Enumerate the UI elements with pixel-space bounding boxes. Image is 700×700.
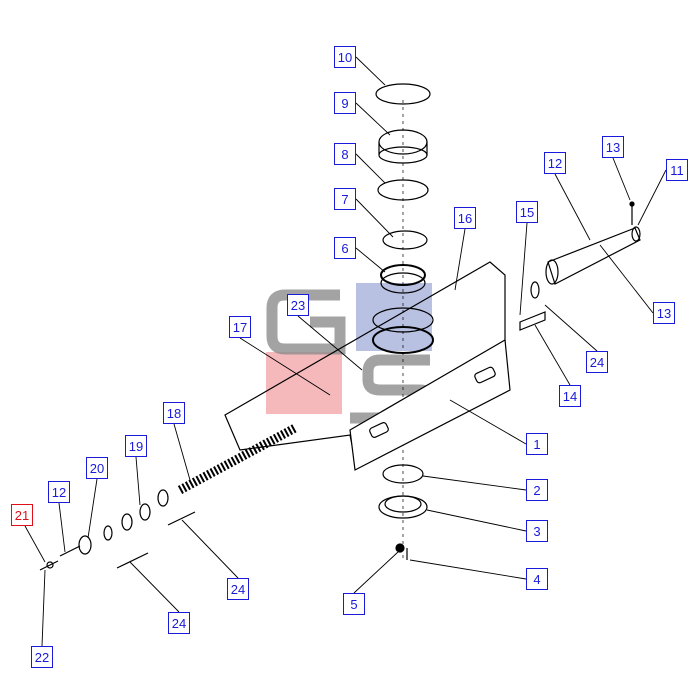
callout-12-shaft[interactable]: 12 [544, 152, 566, 174]
callout-9[interactable]: 9 [334, 92, 356, 114]
leader-lines [24, 56, 667, 647]
callout-12-bolt[interactable]: 12 [48, 481, 70, 503]
callout-2[interactable]: 2 [526, 479, 548, 501]
callout-3[interactable]: 3 [526, 520, 548, 542]
callout-15[interactable]: 15 [516, 201, 538, 223]
callout-14[interactable]: 14 [559, 385, 581, 407]
callout-19[interactable]: 19 [125, 435, 147, 457]
callout-18[interactable]: 18 [163, 402, 185, 424]
callout-23[interactable]: 23 [287, 294, 309, 316]
callout-24-middle[interactable]: 24 [227, 578, 249, 600]
callout-10[interactable]: 10 [334, 46, 356, 68]
callout-4[interactable]: 4 [526, 568, 548, 590]
callout-22[interactable]: 22 [31, 646, 53, 668]
callout-13-lower[interactable]: 13 [653, 302, 675, 324]
callout-16[interactable]: 16 [454, 207, 476, 229]
callout-13-top[interactable]: 13 [602, 136, 624, 158]
callout-11[interactable]: 11 [666, 159, 688, 181]
callout-7[interactable]: 7 [334, 188, 356, 210]
callout-5[interactable]: 5 [343, 593, 365, 615]
callout-17[interactable]: 17 [229, 316, 251, 338]
part-outlines [39, 83, 641, 571]
callout-24-right[interactable]: 24 [586, 351, 608, 373]
callout-24-bottom[interactable]: 24 [168, 612, 190, 634]
callout-1[interactable]: 1 [526, 433, 548, 455]
callout-20[interactable]: 20 [86, 457, 108, 479]
callout-21-selected[interactable]: 21 [11, 504, 33, 526]
callout-8[interactable]: 8 [334, 143, 356, 165]
callout-6[interactable]: 6 [334, 237, 356, 259]
